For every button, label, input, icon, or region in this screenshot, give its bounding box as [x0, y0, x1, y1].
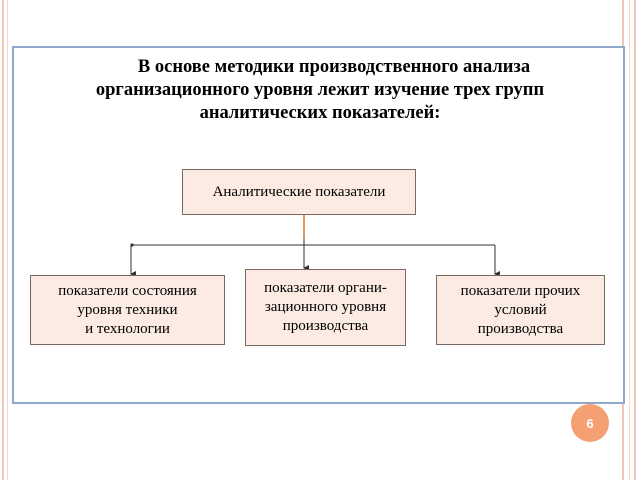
node-label: Аналитические показатели [212, 183, 386, 200]
slide-number: 6 [586, 415, 594, 431]
diagram-child-node-technology: показатели состояния уровня техники и те… [30, 275, 225, 345]
diagram-root-node: Аналитические показатели [182, 169, 416, 215]
decor-stripe [7, 0, 8, 480]
title-line: В основе методики производственного анал… [137, 57, 531, 77]
node-label: показатели прочих условий производства [460, 282, 581, 337]
node-label: показатели состояния уровня техники и те… [58, 282, 197, 337]
slide-title: В основе методики производственного анал… [40, 56, 600, 125]
slide-number-badge: 6 [571, 404, 609, 442]
decor-stripe [634, 0, 636, 480]
decor-stripe [2, 0, 4, 480]
title-line: организационного уровня лежит изучение т… [95, 80, 545, 100]
node-label: показатели органи- зационного уровня про… [264, 280, 387, 334]
diagram-child-node-other-conditions: показатели прочих условий производства [436, 275, 605, 345]
title-line: аналитических показателей: [199, 103, 441, 123]
diagram-child-node-organization: показатели органи- зационного уровня про… [245, 269, 406, 346]
decor-stripe [629, 0, 630, 480]
